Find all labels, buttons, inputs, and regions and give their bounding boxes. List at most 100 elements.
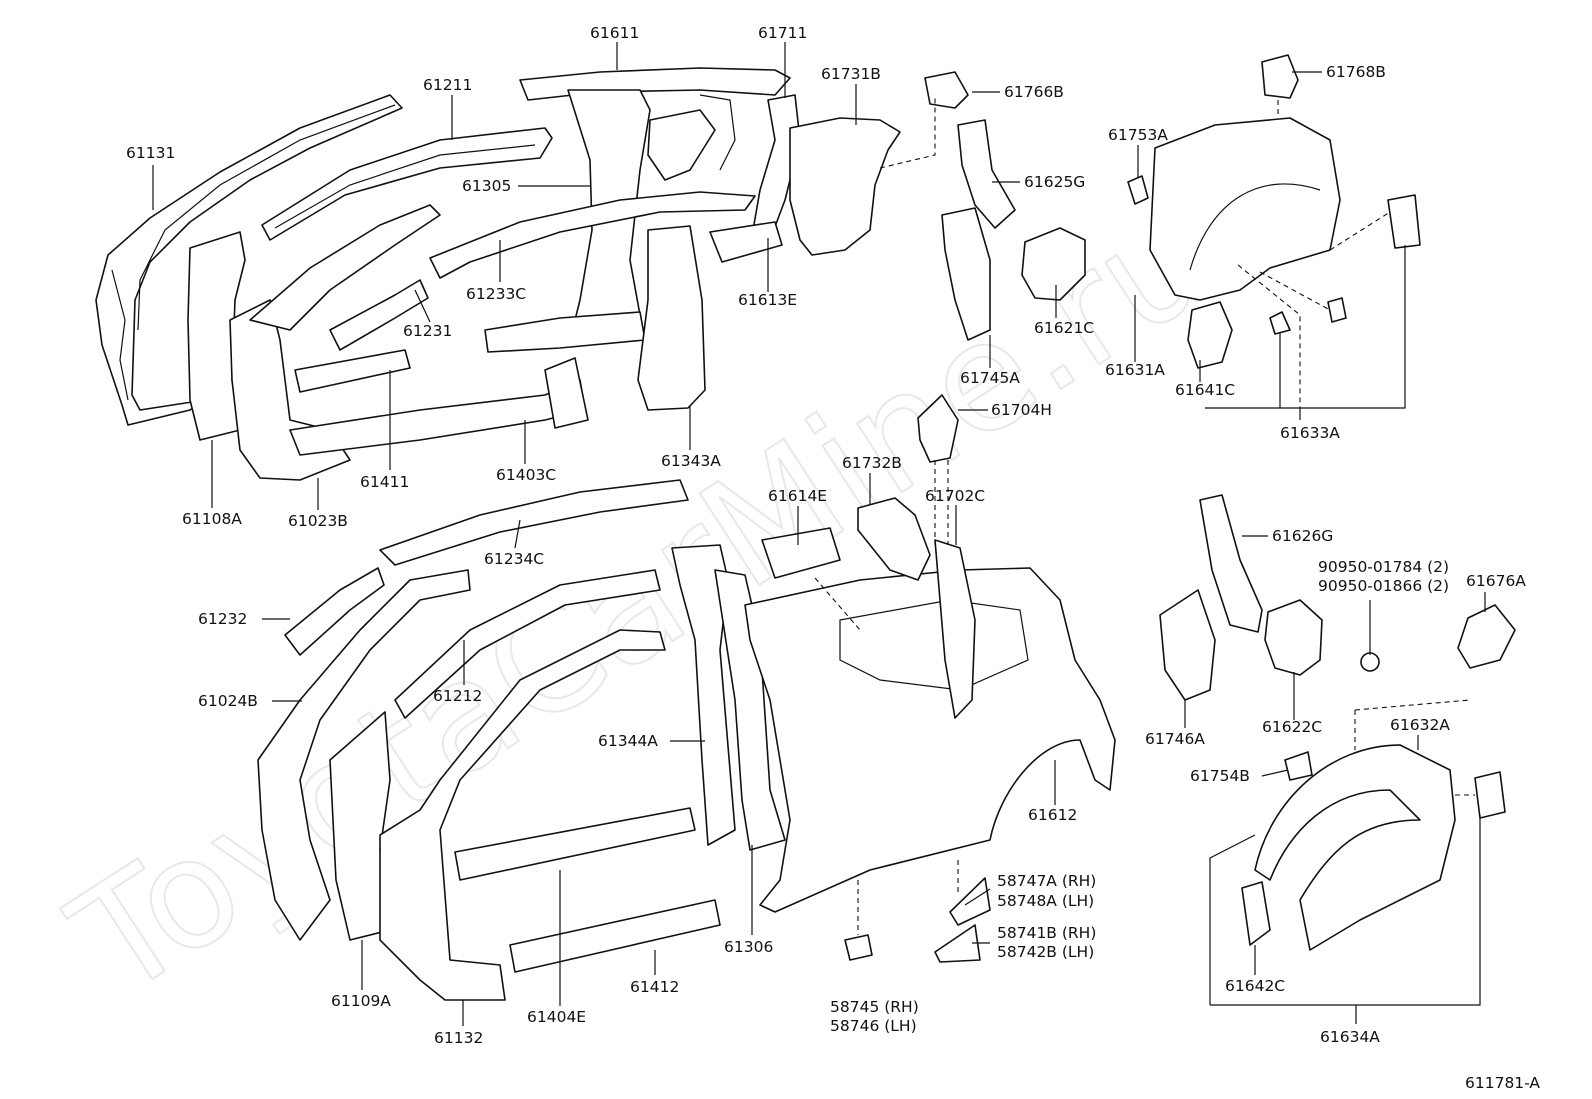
part-61403C-rocker-inner (289, 357, 589, 456)
label-90950-01784: 90950-01784 (2) (1318, 558, 1449, 576)
part-61411-rocker-reinforcement (294, 349, 411, 393)
label-61131: 61131 (126, 144, 175, 162)
part-61754B-clip (1284, 751, 1313, 781)
part-61612-quarter-panel (744, 567, 1116, 913)
label-61632A: 61632A (1390, 716, 1450, 734)
label-61232: 61232 (198, 610, 247, 628)
label-61344A: 61344A (598, 732, 658, 750)
part-61634A-brace (1474, 771, 1506, 819)
label-61411: 61411 (360, 473, 409, 491)
label-61626G: 61626G (1272, 527, 1333, 545)
part-61702C-panel (934, 539, 976, 719)
part-61625G-pillar-brace (957, 119, 1016, 229)
part-61641C-brace (1187, 301, 1233, 369)
label-61633A: 61633A (1280, 424, 1340, 442)
label-58746: 58746 (LH) (830, 1017, 917, 1035)
label-61024B: 61024B (198, 692, 258, 710)
part-61642C-brace (1241, 881, 1271, 946)
label-61212: 61212 (433, 687, 482, 705)
part-61404E-rocker (454, 807, 696, 881)
part-61676A-bracket (1457, 604, 1516, 669)
label-61704H: 61704H (991, 401, 1052, 419)
label-61611: 61611 (590, 24, 639, 42)
label-58748A: 58748A (LH) (997, 892, 1094, 910)
diagram-id: 611781-A (1465, 1074, 1540, 1092)
part-58745-guard (844, 934, 873, 961)
label-61631A: 61631A (1105, 361, 1165, 379)
label-61768B: 61768B (1326, 63, 1386, 81)
label-61622C: 61622C (1262, 718, 1322, 736)
label-61613E: 61613E (738, 291, 797, 309)
part-61344A-b-pillar (671, 544, 736, 846)
part-61633A-plates (1269, 194, 1421, 335)
part-61343A-b-pillar-reinforcement (637, 225, 706, 411)
part-61753A-clip (1127, 175, 1149, 205)
part-61621C-plate (1021, 227, 1086, 301)
part-61631A-wheelhouse-inner (1149, 117, 1341, 301)
label-61305: 61305 (462, 177, 511, 195)
label-61412: 61412 (630, 978, 679, 996)
label-58741B: 58741B (RH) (997, 924, 1096, 942)
label-61211: 61211 (423, 76, 472, 94)
label-61343A: 61343A (661, 452, 721, 470)
part-61622C-plate (1264, 599, 1323, 676)
part-61613E-bracket (709, 221, 783, 263)
part-61614E-bracket (761, 527, 841, 579)
part-61233C-roof-rail-inner (429, 191, 756, 353)
leader-lines (152, 42, 1486, 1026)
label-61702C: 61702C (925, 487, 985, 505)
label-61745A: 61745A (960, 369, 1020, 387)
label-61108A: 61108A (182, 510, 242, 528)
label-58745: 58745 (RH) (830, 998, 919, 1016)
label-61234C: 61234C (484, 550, 544, 568)
label-61625G: 61625G (1024, 173, 1085, 191)
label-61404E: 61404E (527, 1008, 586, 1026)
label-61306: 61306 (724, 938, 773, 956)
label-61641C: 61641C (1175, 381, 1235, 399)
label-61621C: 61621C (1034, 319, 1094, 337)
label-61731B: 61731B (821, 65, 881, 83)
label-58747A: 58747A (RH) (997, 872, 1096, 890)
label-61753A: 61753A (1108, 126, 1168, 144)
part-61211-roof-rail (261, 127, 553, 241)
label-61634A: 61634A (1320, 1028, 1380, 1046)
part-61745A-brace (941, 207, 991, 341)
part-61024B-pillar-outer (257, 569, 471, 941)
part-61231-reinforcement (329, 279, 429, 351)
label-61766B: 61766B (1004, 83, 1064, 101)
part-61731B-wheelhouse-upper (789, 117, 901, 256)
part-61412-rocker-outer (509, 899, 721, 973)
label-61612: 61612 (1028, 806, 1077, 824)
label-61233C: 61233C (466, 285, 526, 303)
part-61611-roof-side-inner (519, 67, 791, 101)
label-61676A: 61676A (1466, 572, 1526, 590)
label-90950-01866: 90950-01866 (2) (1318, 577, 1449, 595)
part-90950-plug (1360, 652, 1380, 672)
dashed-guides (814, 98, 1475, 935)
part-61768B-bracket (1261, 54, 1299, 99)
part-61746A-brace (1159, 589, 1216, 701)
label-61403C: 61403C (496, 466, 556, 484)
label-61614E: 61614E (768, 487, 827, 505)
part-labels: 61611 61711 61211 61731B 61766B 61768B 6… (126, 24, 1540, 1092)
part-61632A-wheelhouse-outer (1254, 744, 1456, 951)
part-61306-pillar-inner (714, 569, 786, 851)
part-61626G-brace (1199, 494, 1263, 633)
label-61732B: 61732B (842, 454, 902, 472)
part-61766B-bracket (924, 71, 969, 109)
label-58742B: 58742B (LH) (997, 943, 1094, 961)
label-61023B: 61023B (288, 512, 348, 530)
label-61711: 61711 (758, 24, 807, 42)
part-61232-reinforcement (284, 567, 385, 656)
part-61212-rail (394, 569, 661, 719)
label-61746A: 61746A (1145, 730, 1205, 748)
part-61132-pillar-inner (379, 629, 666, 1001)
part-61732B-panel (857, 497, 931, 581)
label-61132: 61132 (434, 1029, 483, 1047)
label-61109A: 61109A (331, 992, 391, 1010)
part-58741B-mudguard (934, 924, 981, 963)
part-61704H-bracket (917, 394, 959, 463)
label-61642C: 61642C (1225, 977, 1285, 995)
